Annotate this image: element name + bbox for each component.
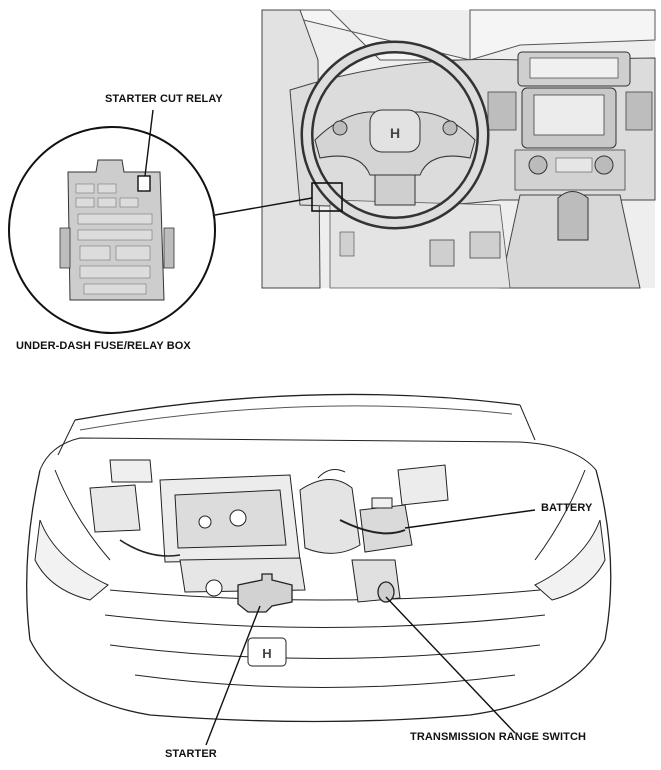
label-starter-cut-relay: STARTER CUT RELAY: [105, 93, 223, 105]
label-starter: STARTER: [165, 748, 217, 760]
fuse-box-callout: [8, 126, 216, 334]
label-battery: BATTERY: [541, 502, 593, 514]
svg-text:H: H: [390, 125, 400, 141]
fuse-box-location-box: [311, 182, 343, 212]
interior-view: H: [261, 9, 656, 289]
label-transmission-range-switch: TRANSMISSION RANGE SWITCH: [410, 731, 587, 743]
starter-cut-relay-leader-line: [144, 109, 154, 177]
fuse-box-leader-line: [214, 197, 313, 216]
engine-bay-view: H: [26, 393, 612, 723]
svg-text:H: H: [262, 646, 271, 661]
starter-cut-relay-shape: [137, 175, 151, 192]
starter-leader-line: [205, 605, 261, 746]
battery-leader-line: [404, 509, 536, 529]
label-fuse-box: UNDER-DASH FUSE/RELAY BOX: [16, 340, 191, 352]
trs-leader-line: [385, 596, 516, 734]
